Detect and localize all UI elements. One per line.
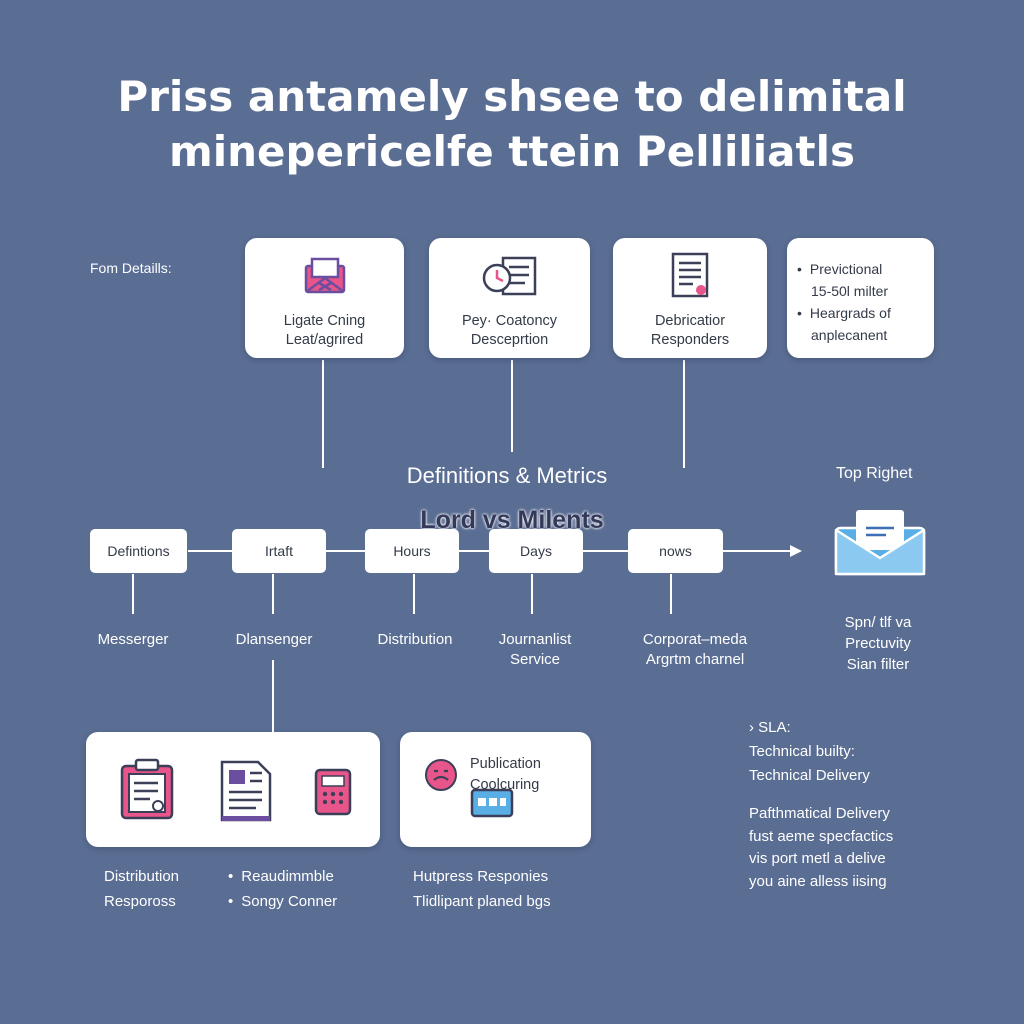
sla-block: › SLA: Technical builty: Technical Deliv…: [749, 719, 870, 784]
flow-label-4: Journanlist Service: [498, 631, 572, 668]
flow-label-2: Dlansenger: [235, 631, 313, 648]
top-card-3-line-2: Responders: [650, 332, 730, 348]
bottom-mid-line-1: Publication: [470, 756, 541, 772]
top-card-1: Ligate Cning Leat/agrired: [245, 238, 404, 358]
top-right-item-2: 15-50l milter: [811, 283, 889, 299]
top-card-3: Debricatior Responders: [613, 238, 767, 358]
bottom-left-card: [86, 732, 380, 847]
section-heading: Definitions & Metrics: [406, 463, 608, 488]
mail-envelope-icon: [834, 510, 926, 576]
delivery-block: Pafthmatical Delivery fust aeme specfact…: [749, 805, 894, 890]
page-title-line-2: minepericelfe ttein Pelliliatls: [169, 127, 855, 176]
top-right-item-3: •Heargrads of: [797, 305, 891, 321]
bottom-bullets: •Reaudimmble •Songy Conner: [228, 868, 338, 910]
flow-label-1: Messerger: [97, 631, 169, 648]
document-icon: [220, 760, 272, 822]
flow-node-days: Days: [489, 529, 583, 573]
bottom-left-labels: Distribution Respoross: [104, 868, 180, 910]
top-card-2-line-1: Pey· Coatoncy: [461, 313, 558, 329]
flow-label-3: Distribution: [377, 631, 453, 648]
mail-labels: Spn/ tlf va Prectuvity Sian filter: [844, 614, 912, 673]
flow-label-5: Corporat–meda Argrtm charnel: [642, 631, 748, 668]
clipboard-icon: [120, 758, 174, 820]
top-card-2-line-2: Desceprtion: [470, 332, 549, 348]
flow-node-definitions: Defintions: [90, 529, 187, 573]
bottom-mid-labels: Hutpress Responies Tlidlipant planed bgs: [413, 868, 551, 910]
top-card-1-line-2: Leat/agrired: [285, 332, 364, 348]
envelope-tools-icon: [304, 257, 345, 294]
flow-arrowhead: [790, 545, 802, 557]
top-right-label: Top Righet: [836, 465, 913, 482]
top-right-item-1: •Previctional: [797, 261, 883, 277]
top-card-2: Pey· Coatoncy Desceprtion: [429, 238, 590, 358]
report-document-icon: [671, 252, 709, 298]
flow-node-hours: Hours: [365, 529, 459, 573]
top-right-item-4: anplecanent: [811, 327, 888, 343]
top-card-3-line-1: Debricatior: [654, 313, 726, 329]
flow-node-nows: nows: [628, 529, 723, 573]
page-title-line-1: Priss antamely shsee to delimital: [117, 72, 907, 121]
bottom-mid-card: Publication Coolcuring: [400, 732, 591, 847]
clock-document-icon: [482, 256, 536, 296]
top-card-1-line-1: Ligate Cning: [283, 313, 366, 329]
flow-node-draft: Irtaft: [232, 529, 326, 573]
calculator-icon: [314, 768, 352, 816]
smiley-icon: [425, 759, 457, 791]
top-right-card: •Previctional 15-50l milter •Heargrads o…: [787, 238, 934, 358]
card-icon: [470, 788, 514, 818]
form-details-label: Fom Detaills:: [90, 260, 172, 276]
